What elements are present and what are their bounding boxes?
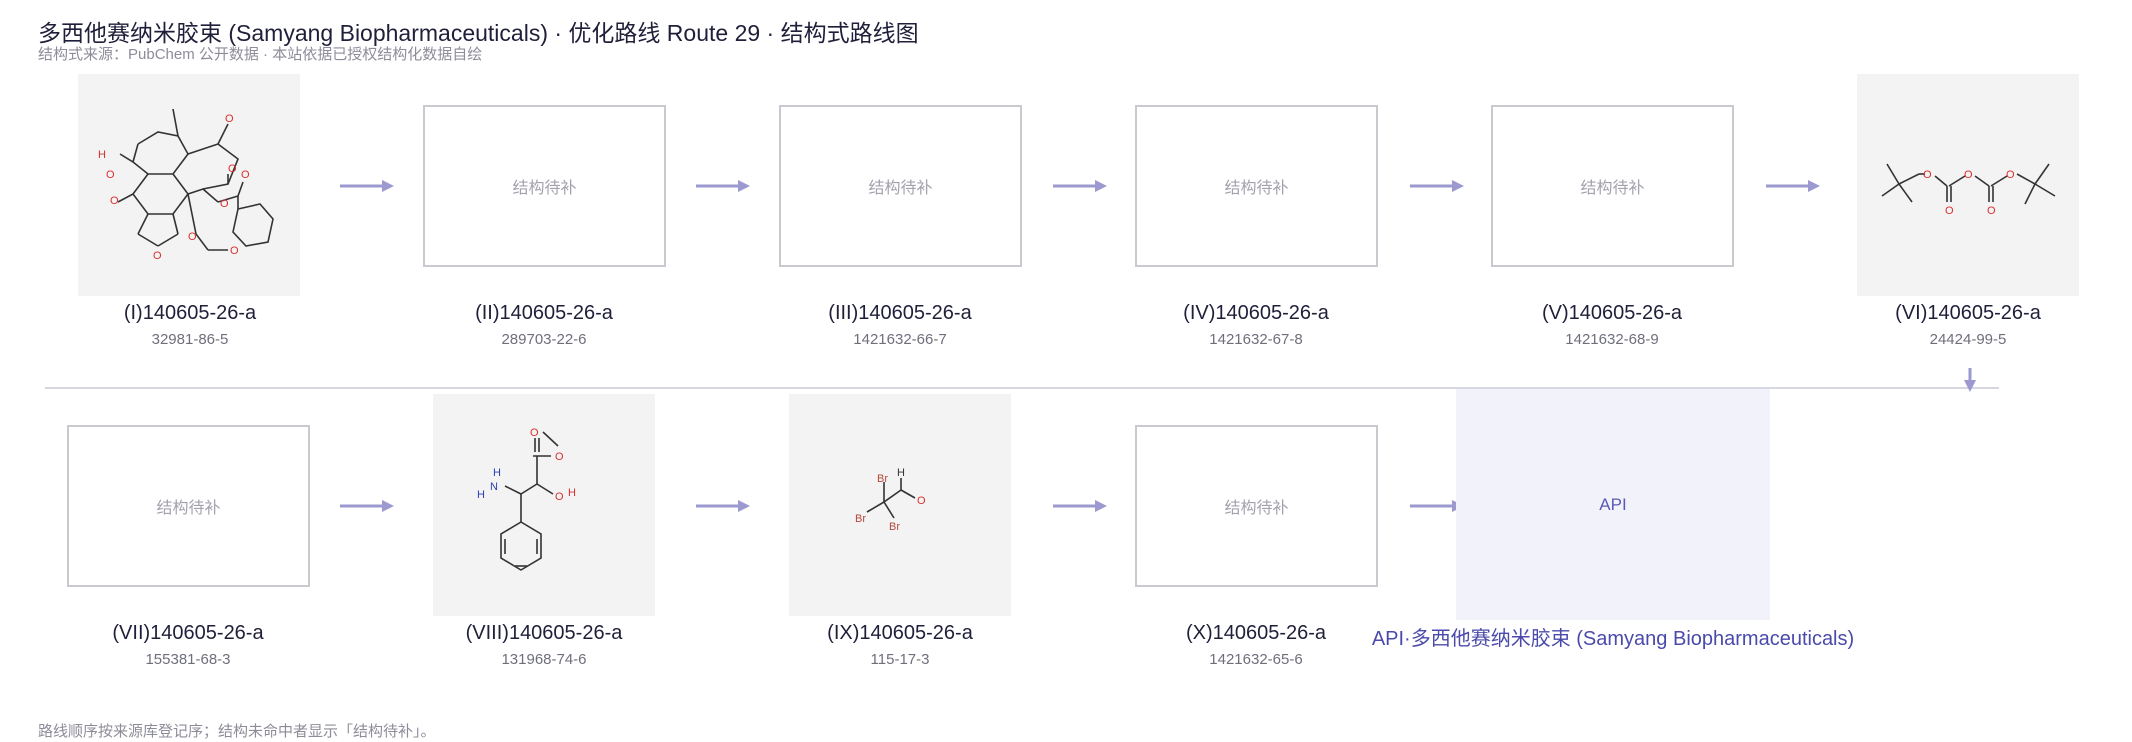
svg-text:O: O [2006, 169, 2015, 181]
step-cas-1: 32981-86-5 [40, 331, 340, 348]
step-cas-7: 155381-68-3 [38, 651, 338, 668]
arrow-icon [1053, 498, 1107, 514]
step-label-3: (III)140605-26-a [750, 302, 1050, 325]
step-cas-8: 131968-74-6 [394, 651, 694, 668]
svg-text:H: H [477, 489, 485, 501]
arrow-icon [1766, 178, 1820, 194]
bromal-structure-icon: Br Br Br O H [789, 394, 1011, 616]
placeholder-text: 结构待补 [156, 494, 220, 518]
step-cas-10: 1421632-65-6 [1106, 651, 1406, 668]
svg-text:O: O [225, 113, 234, 125]
structure-placeholder-4: 结构待补 [1135, 105, 1378, 267]
svg-text:O: O [220, 198, 229, 210]
step-cas-4: 1421632-67-8 [1106, 331, 1406, 348]
svg-text:O: O [917, 495, 926, 507]
step-label-1: (I)140605-26-a [40, 302, 340, 325]
svg-text:Br: Br [889, 521, 900, 533]
placeholder-text: 结构待补 [1580, 174, 1644, 198]
svg-text:H: H [98, 149, 106, 161]
svg-text:O: O [241, 169, 250, 181]
step-label-2: (II)140605-26-a [394, 302, 694, 325]
api-box: API [1456, 389, 1770, 620]
baccatin-structure-icon: O O H O O O O O O O [78, 74, 300, 296]
svg-text:O: O [530, 427, 539, 439]
svg-text:O: O [106, 169, 115, 181]
svg-text:O: O [188, 231, 197, 243]
step-cas-5: 1421632-68-9 [1462, 331, 1762, 348]
structure-placeholder-5: 结构待补 [1491, 105, 1734, 267]
api-label: API·多西他赛纳米胶束 (Samyang Biopharmaceuticals… [1363, 622, 1863, 651]
placeholder-text: 结构待补 [1224, 174, 1288, 198]
svg-text:O: O [555, 491, 564, 503]
svg-text:O: O [1987, 205, 1996, 217]
svg-text:Br: Br [855, 513, 866, 525]
structure-placeholder-2: 结构待补 [423, 105, 666, 267]
api-box-text: API [1599, 495, 1626, 515]
svg-text:O: O [555, 451, 564, 463]
source-note: 结构式来源：PubChem 公开数据 · 本站依据已授权结构化数据自绘 [38, 43, 482, 64]
step-label-6: (VI)140605-26-a [1818, 302, 2118, 325]
step-label-9: (IX)140605-26-a [750, 622, 1050, 645]
placeholder-text: 结构待补 [512, 174, 576, 198]
svg-text:O: O [1964, 169, 1973, 181]
step-label-8: (VIII)140605-26-a [394, 622, 694, 645]
step-cas-3: 1421632-66-7 [750, 331, 1050, 348]
svg-text:O: O [1923, 169, 1932, 181]
arrow-icon [696, 498, 750, 514]
structure-image-8: O O O H N H H [433, 394, 655, 616]
step-label-10: (X)140605-26-a [1106, 622, 1406, 645]
svg-text:H: H [897, 467, 905, 479]
svg-text:O: O [110, 195, 119, 207]
arrow-icon [340, 498, 394, 514]
step-cas-6: 24424-99-5 [1818, 331, 2118, 348]
step-cas-2: 289703-22-6 [394, 331, 694, 348]
footer-note: 路线顺序按来源库登记序；结构未命中者显示「结构待补」。 [38, 720, 436, 741]
step-cas-9: 115-17-3 [750, 651, 1050, 668]
svg-text:H: H [568, 487, 576, 499]
placeholder-text: 结构待补 [868, 174, 932, 198]
structure-placeholder-7: 结构待补 [67, 425, 310, 587]
svg-text:Br: Br [877, 473, 888, 485]
phenylisoserine-ester-structure-icon: O O O H N H H [433, 394, 655, 616]
step-label-7: (VII)140605-26-a [38, 622, 338, 645]
svg-text:N: N [490, 481, 498, 493]
svg-text:O: O [228, 163, 237, 175]
arrow-icon [696, 178, 750, 194]
svg-text:O: O [153, 250, 162, 262]
down-arrow-icon [1962, 368, 1978, 392]
boc-anhydride-structure-icon: O O O O O [1857, 74, 2079, 296]
svg-text:H: H [493, 467, 501, 479]
step-label-5: (V)140605-26-a [1462, 302, 1762, 325]
structure-image-6: O O O O O [1857, 74, 2079, 296]
placeholder-text: 结构待补 [1224, 494, 1288, 518]
structure-placeholder-10: 结构待补 [1135, 425, 1378, 587]
arrow-icon [1053, 178, 1107, 194]
structure-image-9: Br Br Br O H [789, 394, 1011, 616]
step-label-4: (IV)140605-26-a [1106, 302, 1406, 325]
svg-text:O: O [230, 245, 239, 257]
svg-text:O: O [1945, 205, 1954, 217]
structure-placeholder-3: 结构待补 [779, 105, 1022, 267]
arrow-icon [340, 178, 394, 194]
structure-image-1: O O H O O O O O O O [78, 74, 300, 296]
arrow-icon [1410, 178, 1464, 194]
